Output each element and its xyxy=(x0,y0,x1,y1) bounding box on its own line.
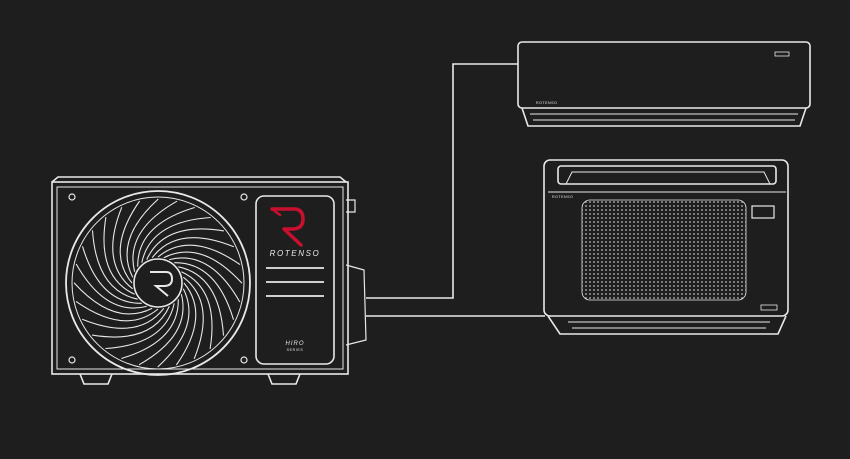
fan-blade-line xyxy=(146,228,224,260)
outdoor-brand-label: ROTENSO xyxy=(270,249,321,258)
series-suffix-label: SERIES xyxy=(287,348,304,352)
fan-blade-line xyxy=(169,257,241,303)
wall-unit-display xyxy=(774,51,790,57)
fan-blade-line xyxy=(181,271,213,349)
fan-screws xyxy=(68,193,248,364)
fan-blade-line xyxy=(178,266,225,336)
fan-blade-line xyxy=(81,307,165,329)
wall-unit-brand-label: ROTENSO xyxy=(536,101,557,105)
fan-blade-line xyxy=(112,206,134,290)
rotenso-logo-icon xyxy=(270,207,305,247)
fan-blade-line xyxy=(182,276,204,360)
console-indoor-unit xyxy=(543,159,789,335)
outdoor-front-panel xyxy=(255,195,335,365)
fan-blade-line xyxy=(163,251,243,284)
fan-logo-icon xyxy=(150,271,174,297)
refrigerant-pipes xyxy=(366,63,545,317)
fan-blade-line xyxy=(157,288,190,368)
outdoor-unit xyxy=(51,176,367,385)
fan-blade-line xyxy=(132,200,178,272)
fan-blade-line xyxy=(126,198,159,278)
fan-blade-line xyxy=(137,206,195,267)
console-brand-label: ROTENSO xyxy=(552,195,573,199)
fan-blade-line xyxy=(91,230,138,300)
outdoor-panel-vents xyxy=(266,267,324,297)
console-display xyxy=(751,205,775,219)
fan-blade-line xyxy=(103,217,135,295)
series-name-label: HIRO xyxy=(286,341,305,347)
console-badge xyxy=(760,304,778,311)
fan-blade-line xyxy=(138,294,184,366)
fan-blade-line xyxy=(151,237,235,259)
fan-blade-line xyxy=(121,299,179,360)
fan-blade-line xyxy=(119,200,141,284)
outdoor-foot-right xyxy=(267,373,301,385)
fan-blade-line xyxy=(175,282,197,366)
outdoor-foot-left xyxy=(79,373,113,385)
pipe-to-wall-unit xyxy=(366,63,518,299)
fan-blade-line xyxy=(157,244,241,266)
fan-blade-line xyxy=(141,216,211,263)
wall-indoor-unit xyxy=(517,41,811,127)
fan-blade-line xyxy=(75,300,159,322)
fan-grille xyxy=(65,190,251,376)
fan-blade-line xyxy=(105,303,175,350)
console-intake-grille xyxy=(581,199,747,301)
fan-blade-line xyxy=(73,282,153,315)
fan-blade-line xyxy=(92,306,170,338)
fan-blade-line xyxy=(174,262,235,320)
fan-blade-line xyxy=(81,246,142,304)
fan-blade-line xyxy=(75,263,147,309)
